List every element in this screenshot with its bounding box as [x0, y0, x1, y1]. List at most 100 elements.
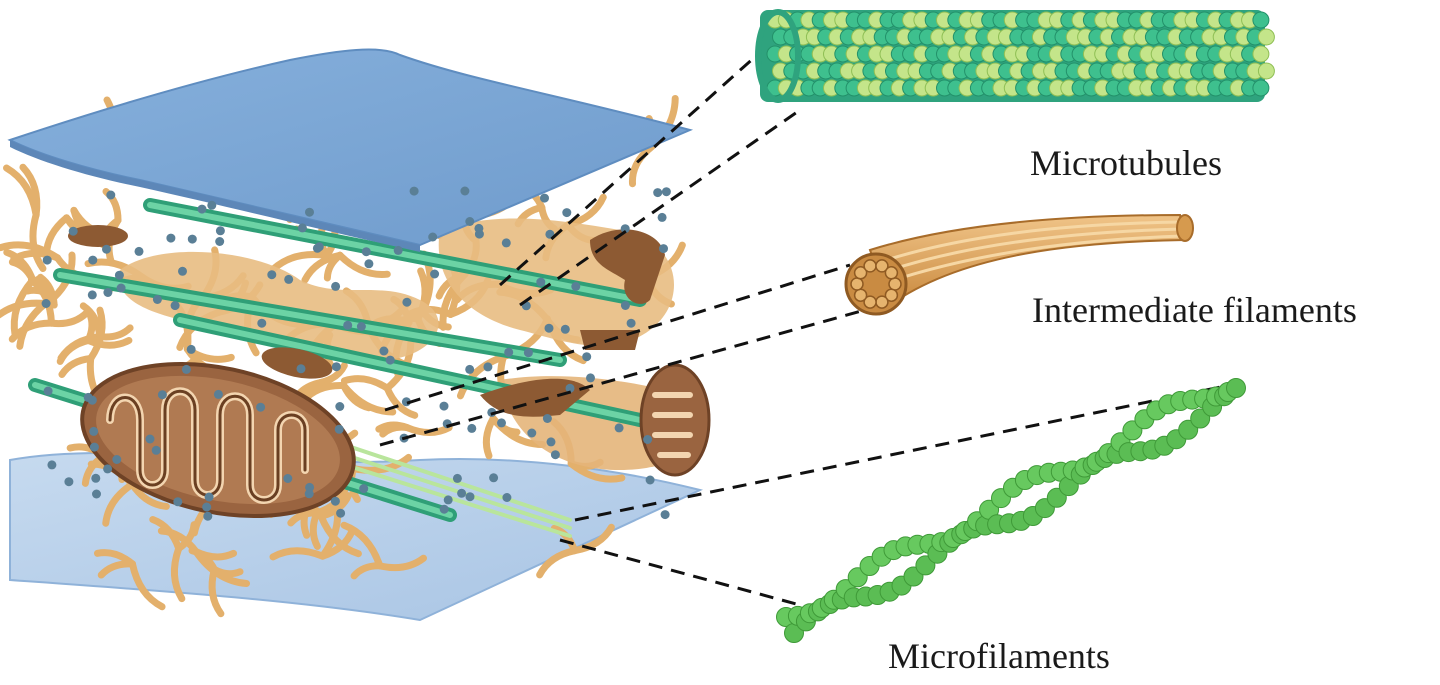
ribosome-dot — [379, 347, 388, 356]
ribosome-dot — [502, 238, 511, 247]
ribosome-dot — [586, 373, 595, 382]
ribosome-dot — [298, 223, 307, 232]
ribosome-dot — [502, 493, 511, 502]
ribosome-dot — [166, 234, 175, 243]
ribosome-dot — [153, 295, 162, 304]
ribosome-dot — [562, 208, 571, 217]
ribosome-dot — [187, 345, 196, 354]
ribosome-dot — [627, 319, 636, 328]
microfilament-zoom — [777, 379, 1246, 643]
ribosome-dot — [483, 362, 492, 371]
microtubules-label: Microtubules — [1030, 145, 1222, 181]
ribosome-dot — [332, 362, 341, 371]
ribosome-dot — [216, 226, 225, 235]
ribosome-dot — [621, 301, 630, 310]
protofilament — [876, 296, 888, 308]
ribosome-dot — [497, 418, 506, 427]
ribosome-dot — [527, 429, 536, 438]
ribosome-dot — [214, 390, 223, 399]
ribosome-dot — [453, 474, 462, 483]
ribosome-dot — [335, 402, 344, 411]
tubulin-subunit — [1253, 80, 1269, 96]
ribosome-dot — [115, 271, 124, 280]
ribosome-dot — [359, 484, 368, 493]
tubulin-subunit — [1258, 29, 1274, 45]
ribosome-dot — [504, 348, 513, 357]
ribosome-dot — [198, 205, 207, 214]
ribosome-dot — [173, 497, 182, 506]
microtubule-zoom — [758, 10, 1274, 102]
ribosome-dot — [428, 233, 437, 242]
ribosome-dot — [662, 187, 671, 196]
ribosome-dot — [465, 365, 474, 374]
ribosome-dot — [171, 301, 180, 310]
ribosome-dot — [362, 247, 371, 256]
ribosome-dot — [364, 259, 373, 268]
tubulin-subunit — [1253, 12, 1269, 28]
ribosome-dot — [313, 244, 322, 253]
ribosome-dot — [331, 282, 340, 291]
ribosome-dot — [88, 256, 97, 265]
ribosome-dot — [543, 414, 552, 423]
ribosome-dot — [658, 213, 667, 222]
ribosome-dot — [489, 473, 498, 482]
ribosome-dot — [440, 402, 449, 411]
ribosome-dot — [69, 227, 78, 236]
ribosome-dot — [103, 288, 112, 297]
protofilament — [851, 278, 863, 290]
ribosome-dot — [467, 424, 476, 433]
ribosome-dot — [305, 208, 314, 217]
ribosome-dot — [571, 282, 580, 291]
ribosome-dot — [643, 435, 652, 444]
ribosome-dot — [357, 322, 366, 331]
ribosome-dot — [331, 497, 340, 506]
ribosome-dot — [256, 403, 265, 412]
protofilament — [889, 278, 901, 290]
ribosome-dot — [343, 321, 352, 330]
protofilament — [885, 267, 897, 279]
ribosome-dot — [257, 319, 266, 328]
ribosome-dot — [267, 270, 276, 279]
ribosome-dot — [182, 365, 191, 374]
ribosome-dot — [386, 356, 395, 365]
tubulin-subunit — [1253, 46, 1269, 62]
ribosome-dot — [207, 201, 216, 210]
ribosome-dot — [536, 278, 545, 287]
ribosome-dot — [582, 352, 591, 361]
ribosome-dot — [305, 489, 314, 498]
ribosome-dot — [545, 324, 554, 333]
ribosome-dot — [91, 474, 100, 483]
ribosome-dot — [402, 298, 411, 307]
ribosome-dot — [297, 364, 306, 373]
ribosome-dot — [284, 275, 293, 284]
ribosome-dot — [336, 509, 345, 518]
ribosome-dot — [551, 450, 560, 459]
ribosome-dot — [444, 495, 453, 504]
network-branch — [305, 255, 387, 280]
ribosome-dot — [440, 505, 449, 514]
ribosome-dot — [44, 387, 53, 396]
ribosome-dot — [465, 217, 474, 226]
ribosome-dot — [215, 237, 224, 246]
ribosome-dot — [64, 477, 73, 486]
ribosome-dot — [102, 245, 111, 254]
ribosome-dot — [47, 460, 56, 469]
microfilaments-label: Microfilaments — [888, 638, 1110, 674]
ribosome-dot — [661, 510, 670, 519]
ribosome-dot — [547, 437, 556, 446]
network-branch — [379, 425, 449, 434]
ribosome-dot — [205, 493, 214, 502]
ribosome-dot — [135, 247, 144, 256]
ribosome-dot — [659, 244, 668, 253]
ribosome-dot — [112, 455, 121, 464]
ribosome-dot — [283, 474, 292, 483]
ribosome-dot — [474, 224, 483, 233]
ribosome-dot — [457, 489, 466, 498]
protofilament — [864, 260, 876, 272]
ribosome-dot — [540, 194, 549, 203]
ribosome-dot — [653, 188, 662, 197]
ribosome-dot — [646, 476, 655, 485]
ribosome-dot — [335, 425, 344, 434]
ribosome-dot — [90, 443, 99, 452]
ribosome-dot — [524, 348, 533, 357]
